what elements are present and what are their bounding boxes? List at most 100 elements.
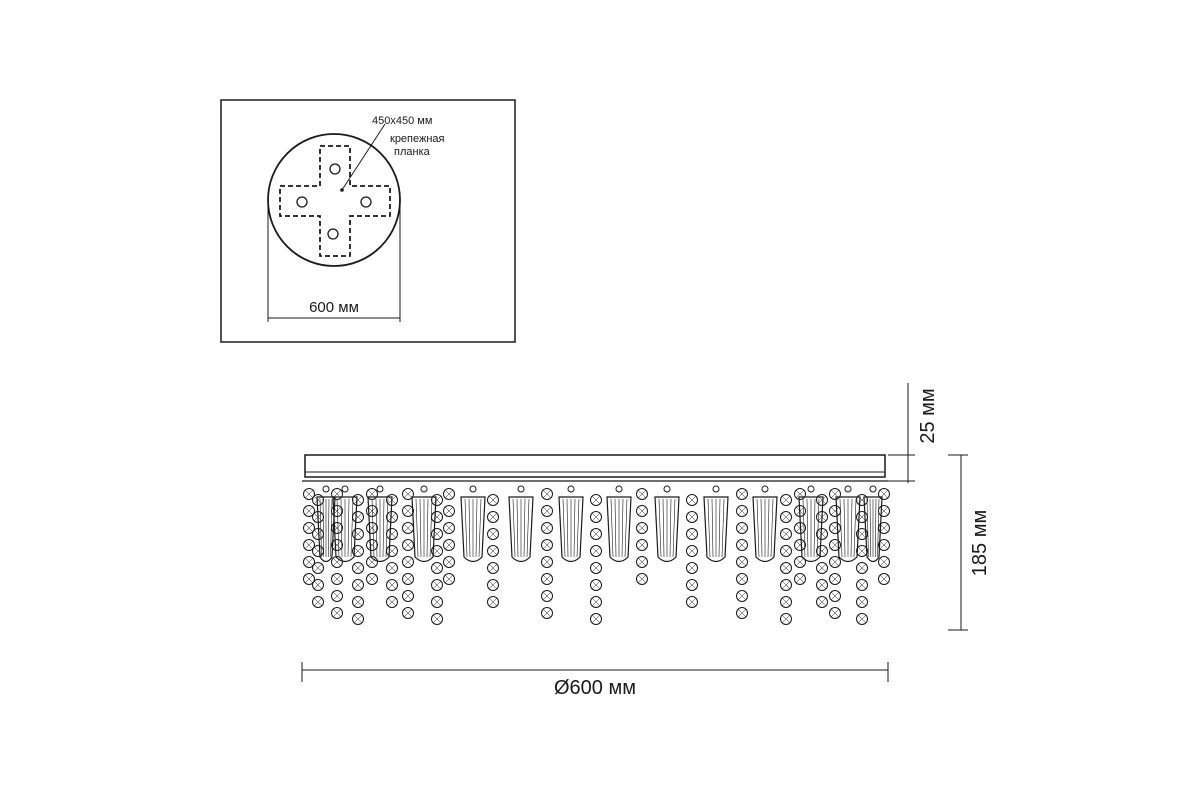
plate-size-label: 450x450 мм [372,115,432,127]
crystal-bead [794,573,806,585]
crystal-bead [590,579,602,591]
prism-facet [523,498,526,558]
prism-hook [341,485,349,493]
bead-facet [857,614,867,624]
bead-facet [488,512,498,522]
bead-facet [432,614,442,624]
crystal-bead [856,511,868,523]
crystal-bead [780,596,792,608]
bead-facet [817,495,827,505]
prism-hook [322,485,330,493]
bead-facet [879,523,889,533]
bead-facet [830,608,840,618]
bead-facet [637,506,647,516]
crystal-bead [829,522,841,534]
prism-facet [813,498,816,558]
crystal-bead [312,511,324,523]
bead-facet [332,608,342,618]
crystal-bead [303,556,315,568]
crystal-bead [443,539,455,551]
prism-facet [770,498,774,558]
crystal-bead [386,579,398,591]
crystal-bead [443,573,455,585]
prism-hook [844,485,852,493]
screw-hole-top [329,163,341,175]
bead-facet [304,506,314,516]
crystal-bead [541,590,553,602]
prism-facet [874,498,877,558]
prism-facet [624,498,628,558]
bead-facet [795,506,805,516]
prism-facet [516,498,519,558]
bead-facet [542,506,552,516]
bead-facet [830,523,840,533]
crystal-bead [794,505,806,517]
bead-facet [403,489,413,499]
crystal-prism [460,496,486,563]
mounting-bracket-cross [279,145,391,257]
prism-facet [347,498,350,558]
bead-facet [830,506,840,516]
crystal-prism [316,496,336,563]
crystal-bead [878,488,890,500]
crystal-bead [780,528,792,540]
bead-facet [304,574,314,584]
crystal-bead [431,562,443,574]
bead-facet [353,546,363,556]
prism-facet [336,498,340,558]
bead-facet [879,506,889,516]
bead-facet [737,523,747,533]
bead-facet [488,580,498,590]
bead-facet [542,540,552,550]
crystal-bead [856,545,868,557]
bead-facet [737,540,747,550]
bead-facet [332,540,342,550]
bead-facet [817,597,827,607]
screw-hole-left [296,196,308,208]
crystal-bead [402,607,414,619]
crystal-bead [780,511,792,523]
bead-facet [387,529,397,539]
bead-facet [403,608,413,618]
bead-facet [795,557,805,567]
prism-hook [567,485,575,493]
crystal-prism [752,496,778,563]
bead-facet [781,563,791,573]
crystal-prism [654,496,680,563]
bead-facet [687,597,697,607]
bead-facet [353,597,363,607]
prism-facet [614,498,617,558]
crystal-bead [303,505,315,517]
bead-facet [737,489,747,499]
crystal-bead [312,528,324,540]
prism-facet [843,498,846,558]
bead-facet [432,529,442,539]
screw-hole-bottom [327,228,339,240]
bead-facet [542,489,552,499]
prism-facet [721,498,725,558]
bead-facet [432,512,442,522]
prism-facet [610,498,614,558]
bead-facet [432,597,442,607]
crystal-bead [366,505,378,517]
crystal-bead [352,511,364,523]
prism-hook [469,485,477,493]
prism-facet [350,498,354,558]
crystal-bead [829,505,841,517]
prism-facet [526,498,530,558]
crystal-bead [487,511,499,523]
bead-facet [857,597,867,607]
prism-facet [327,498,330,558]
prism-facet [669,498,672,558]
bead-facet [817,546,827,556]
bead-facet [687,563,697,573]
crystal-bead [386,596,398,608]
prism-hook [615,485,623,493]
crystal-bead [636,488,648,500]
bead-facet [737,591,747,601]
crystal-bead [352,579,364,591]
bead-facet [444,523,454,533]
prism-facet [512,498,516,558]
crystal-bead [431,511,443,523]
crystal-bead [366,522,378,534]
